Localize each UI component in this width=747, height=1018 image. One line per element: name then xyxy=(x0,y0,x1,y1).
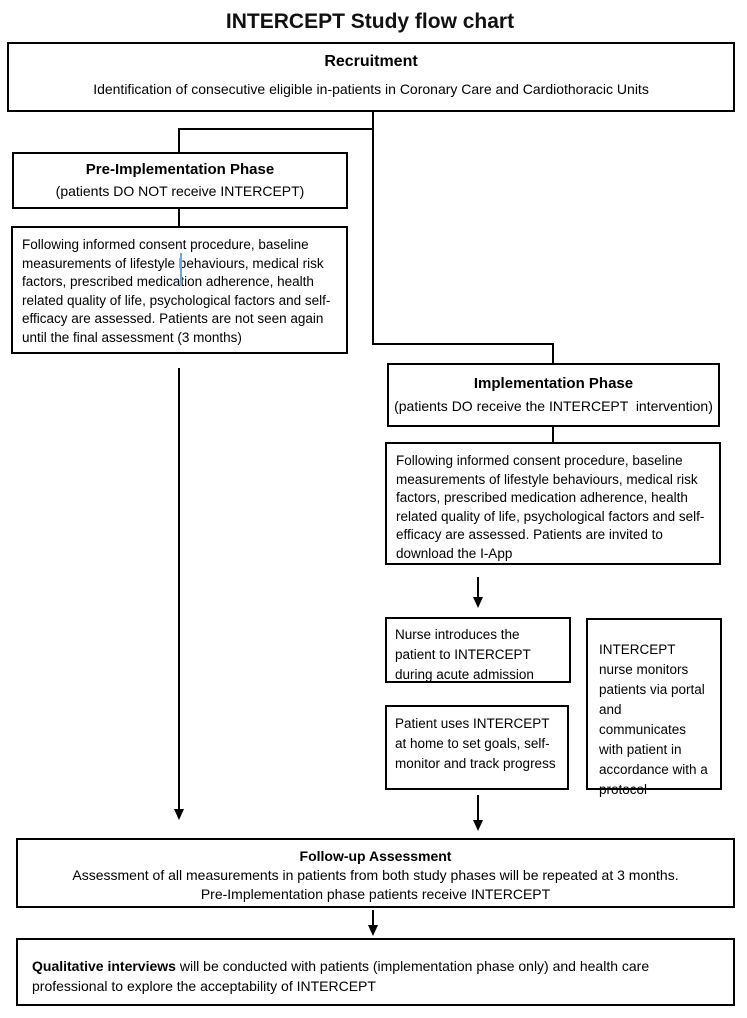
connector-implementation-detail xyxy=(552,425,554,443)
blue-line-artifact xyxy=(180,253,182,285)
arrow-followup-to-qualitative-head xyxy=(368,925,378,936)
nurse-introduces-text: Nurse introduces the patient to INTERCEP… xyxy=(395,627,534,682)
arrow-patient-uses-to-followup-line xyxy=(477,795,479,821)
implementation-detail-box: Following informed consent procedure, ba… xyxy=(385,442,721,565)
connector-to-implementation xyxy=(552,343,554,365)
nurse-introduces-box: Nurse introduces the patient to INTERCEP… xyxy=(385,617,571,683)
arrow-pre-implementation-to-followup-line xyxy=(178,368,180,810)
follow-up-heading: Follow-up Assessment xyxy=(299,848,452,864)
patient-uses-text: Patient uses INTERCEPT at home to set go… xyxy=(395,716,556,771)
nurse-monitors-box: INTERCEPT nurse monitors patients via po… xyxy=(586,618,722,797)
pre-implementation-heading: Pre-Implementation Phase xyxy=(85,161,275,178)
pre-implementation-subheading: (patients DO NOT receive INTERCEPT) xyxy=(55,183,305,199)
connector-branch-left xyxy=(178,128,374,130)
implementation-subheading: (patients DO receive the INTERCEPT inter… xyxy=(394,398,713,414)
arrow-to-nurse-box-line xyxy=(477,577,479,600)
qualitative-lead-text: Qualitative interviews xyxy=(32,958,176,974)
arrow-pre-implementation-to-followup-head xyxy=(174,809,184,820)
patient-uses-box: Patient uses INTERCEPT at home to set go… xyxy=(385,705,569,790)
follow-up-line1: Assessment of all measurements in patien… xyxy=(72,867,679,883)
nurse-monitors-text: INTERCEPT nurse monitors patients via po… xyxy=(599,642,708,797)
recruitment-box: Recruitment Identification of consecutiv… xyxy=(7,42,735,112)
follow-up-assessment-box: Follow-up Assessment Assessment of all m… xyxy=(16,838,735,908)
recruitment-heading: Recruitment xyxy=(324,53,418,70)
implementation-detail-text: Following informed consent procedure, ba… xyxy=(396,453,705,561)
follow-up-line2: Pre-Implementation phase patients receiv… xyxy=(200,886,551,902)
arrow-patient-uses-to-followup-head xyxy=(473,820,483,831)
pre-implementation-detail-box: Following informed consent procedure, ba… xyxy=(11,226,348,354)
arrow-followup-to-qualitative-line xyxy=(372,910,374,926)
recruitment-body: Identification of consecutive eligible i… xyxy=(93,81,649,97)
connector-branch-right xyxy=(372,343,554,345)
connector-recruitment-down xyxy=(372,112,374,345)
implementation-phase-box: Implementation Phase (patients DO receiv… xyxy=(387,363,720,427)
page-title: INTERCEPT Study flow chart xyxy=(225,10,515,33)
pre-implementation-phase-box: Pre-Implementation Phase (patients DO NO… xyxy=(12,152,348,209)
qualitative-rest-text: will be conducted with patients (impleme… xyxy=(32,958,650,994)
qualitative-interviews-box: Qualitative interviews will be conducted… xyxy=(16,938,735,1006)
pre-implementation-detail-text: Following informed consent procedure, ba… xyxy=(22,237,331,345)
arrow-to-nurse-box-head xyxy=(473,597,483,608)
connector-pre-implementation-detail xyxy=(178,207,180,227)
connector-to-pre-implementation xyxy=(178,128,180,154)
implementation-heading: Implementation Phase xyxy=(473,375,634,392)
